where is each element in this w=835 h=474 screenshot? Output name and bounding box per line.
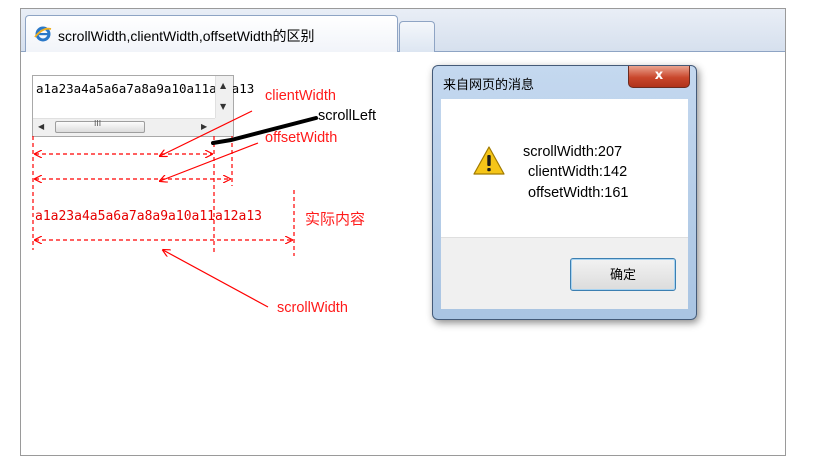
- close-button[interactable]: x: [628, 66, 690, 88]
- vertical-scrollbar[interactable]: ▲ ▼: [215, 76, 233, 120]
- actual-content-text: a1a23a4a5a6a7a8a9a10a11a12a13: [35, 209, 262, 224]
- tab-active[interactable]: scrollWidth,clientWidth,offsetWidth的区别: [25, 15, 398, 52]
- horizontal-scrollbar[interactable]: ◀ III ▶: [33, 118, 216, 136]
- close-icon: x: [654, 68, 664, 83]
- scroll-thumb[interactable]: III: [55, 119, 145, 133]
- message-line-2: clientWidth:142: [528, 164, 628, 180]
- tab-title: scrollWidth,clientWidth,offsetWidth的区别: [58, 28, 315, 44]
- offset-width-label: offsetWidth: [265, 130, 338, 146]
- scroll-up-icon[interactable]: ▲: [220, 81, 227, 90]
- dialog-footer: 确定: [441, 237, 688, 309]
- client-width-pointer: [160, 110, 253, 156]
- dialog-body: scrollWidth:207 clientWidth:142 offsetWi…: [441, 99, 688, 237]
- scroll-left-marker: [211, 116, 318, 145]
- message-line-3: offsetWidth:161: [528, 185, 629, 201]
- alert-dialog: 来自网页的消息 x scrollWidth:207 clientWidth:14…: [432, 65, 697, 320]
- scroll-width-label: scrollWidth: [277, 300, 348, 316]
- scroll-left-icon[interactable]: ◀: [38, 122, 45, 131]
- scroll-right-icon[interactable]: ▶: [201, 122, 208, 131]
- textarea-text: a1a23a4a5a6a7a8a9a10a11a12a13: [36, 81, 255, 96]
- demo-textarea[interactable]: a1a23a4a5a6a7a8a9a10a11a12a13 ▲ ▼ ◀ III …: [32, 75, 254, 137]
- message-line-1: scrollWidth:207: [523, 144, 623, 160]
- scroll-width-pointer: [163, 250, 269, 308]
- ok-button[interactable]: 确定: [570, 258, 676, 291]
- dialog-title: 来自网页的消息: [443, 77, 535, 92]
- warning-icon: [473, 146, 505, 175]
- scroll-left-label: scrollLeft: [318, 108, 377, 124]
- tab-bar: scrollWidth,clientWidth,offsetWidth的区别: [21, 9, 785, 52]
- client-width-label: clientWidth: [265, 88, 336, 104]
- offset-width-pointer: [160, 142, 259, 181]
- grip-icon: III: [94, 119, 102, 128]
- new-tab-button[interactable]: [399, 21, 435, 52]
- scroll-down-icon[interactable]: ▼: [220, 102, 227, 111]
- ie-browser-icon: [34, 26, 52, 42]
- actual-content-label: 实际内容: [305, 211, 366, 228]
